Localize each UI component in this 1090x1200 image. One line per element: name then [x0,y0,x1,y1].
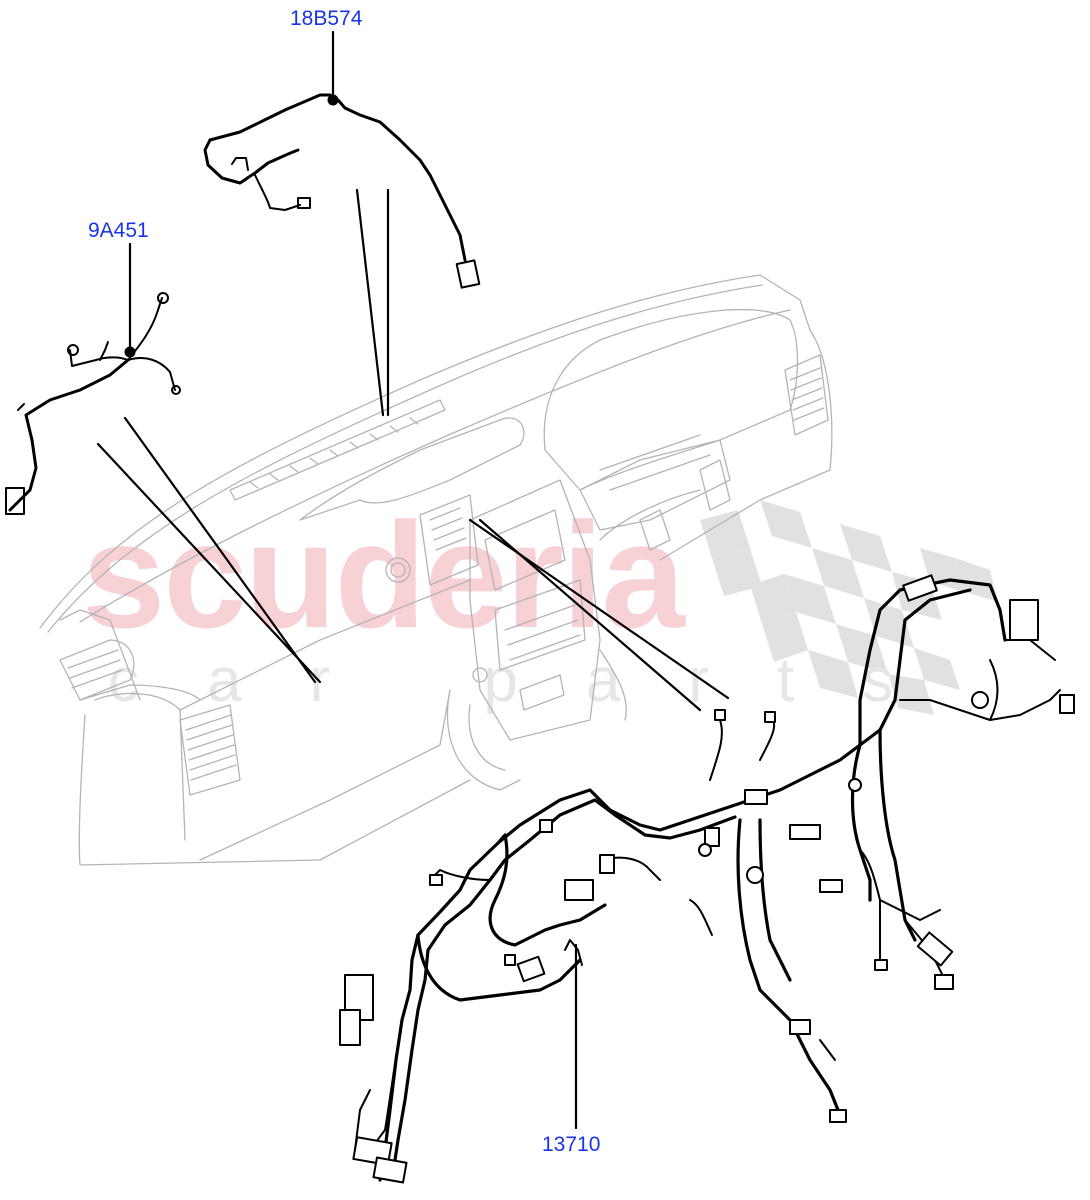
callout-9A451[interactable]: 9A451 [88,219,149,242]
callout-18B574[interactable]: 18B574 [290,7,363,30]
harness-13710 [354,578,1061,1182]
harness-connectors [339,574,1075,1184]
callout-13710[interactable]: 13710 [542,1133,601,1156]
harness-9A451 [5,292,181,515]
watermark-brand: scuderia [82,491,685,659]
harness-18B574 [203,93,481,289]
